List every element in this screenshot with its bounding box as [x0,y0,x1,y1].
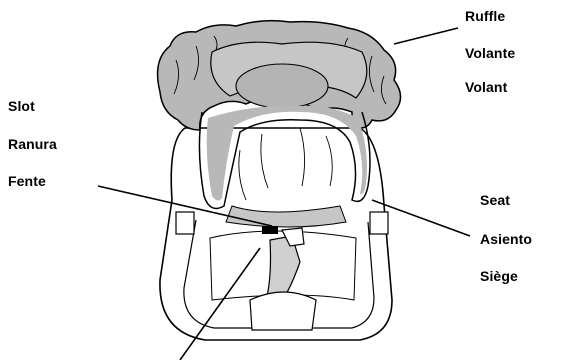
seat-label-es: Asiento [480,231,532,247]
seat-label-en: Seat [480,192,510,208]
slot-label-es: Ranura [8,136,57,152]
slot-label-en: Slot [8,98,35,114]
left-hinge [176,212,194,234]
ruffle-label-fr: Volant [465,79,507,95]
right-hinge [370,212,388,234]
ruffle-label-en: Ruffle [465,8,505,24]
slot-label-fr: Fente [8,173,46,189]
head-cushion [236,64,328,108]
seat-label-fr: Siège [480,268,518,284]
ruffle-label-es: Volante [465,45,515,61]
buckle-latch [262,226,278,234]
crotch-pad [250,292,316,330]
ruffle-leader [394,28,458,44]
